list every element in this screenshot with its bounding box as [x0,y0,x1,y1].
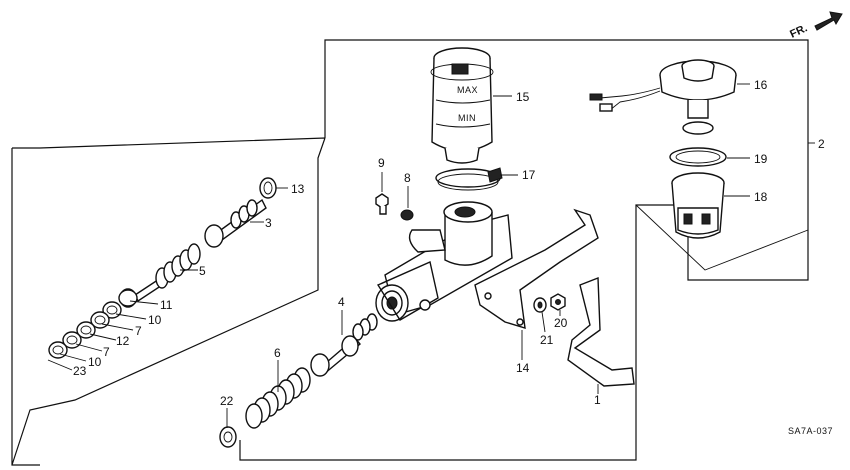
callout-12: 12 [116,334,130,348]
mounting-bracket [474,208,599,329]
callout-7-upper: 7 [135,324,142,338]
callout-20: 20 [554,316,568,330]
hose-clamp [435,167,503,191]
callout-3: 3 [265,216,272,230]
reservoir-tank: MAX MIN [430,47,494,164]
callout-11: 11 [160,298,173,312]
drawing-code: SA7A-037 [788,426,833,436]
callout-8: 8 [404,171,411,185]
front-arrow-icon [814,11,843,31]
reservoir-subgroup-frame [635,204,809,271]
reservoir-min-mark: MIN [458,113,476,123]
reservoir-strainer [671,172,725,239]
callout-14: 14 [516,361,530,375]
callout-7-lower: 7 [103,345,110,359]
bolt-9 [375,193,389,215]
callout-1: 1 [594,393,601,407]
callout-18: 18 [754,190,768,204]
reservoir-seal [669,147,727,167]
callout-6: 6 [274,346,281,360]
reservoir-group-frame [239,39,809,461]
fr-label: FR. [788,22,809,40]
callout-17: 17 [522,168,536,182]
secondary-piston-assembly [119,177,277,308]
callout-5: 5 [199,264,206,278]
callout-22: 22 [220,394,234,408]
callout-2: 2 [818,137,825,151]
washer-8 [400,209,414,221]
pedal-bracket [567,276,635,387]
front-direction-indicator: FR. [788,11,843,41]
nut-20 [550,293,566,311]
callout-16: 16 [754,78,768,92]
piston-kit-frame [11,137,326,466]
primary-piston-assembly [219,313,378,448]
callout-23: 23 [73,364,87,378]
callout-4: 4 [338,295,345,309]
callout-15: 15 [516,90,530,104]
callout-10-upper: 10 [148,313,162,327]
callout-21: 21 [540,333,554,347]
reservoir-cap-sensor [589,59,737,135]
callout-9: 9 [378,156,385,170]
master-cylinder-body [375,201,513,322]
leader-lines [47,83,815,428]
callout-13: 13 [291,182,305,196]
washer-21 [533,297,547,313]
callout-19: 19 [754,152,768,166]
reservoir-max-mark: MAX [457,85,478,95]
callout-10-lower: 10 [88,355,102,369]
